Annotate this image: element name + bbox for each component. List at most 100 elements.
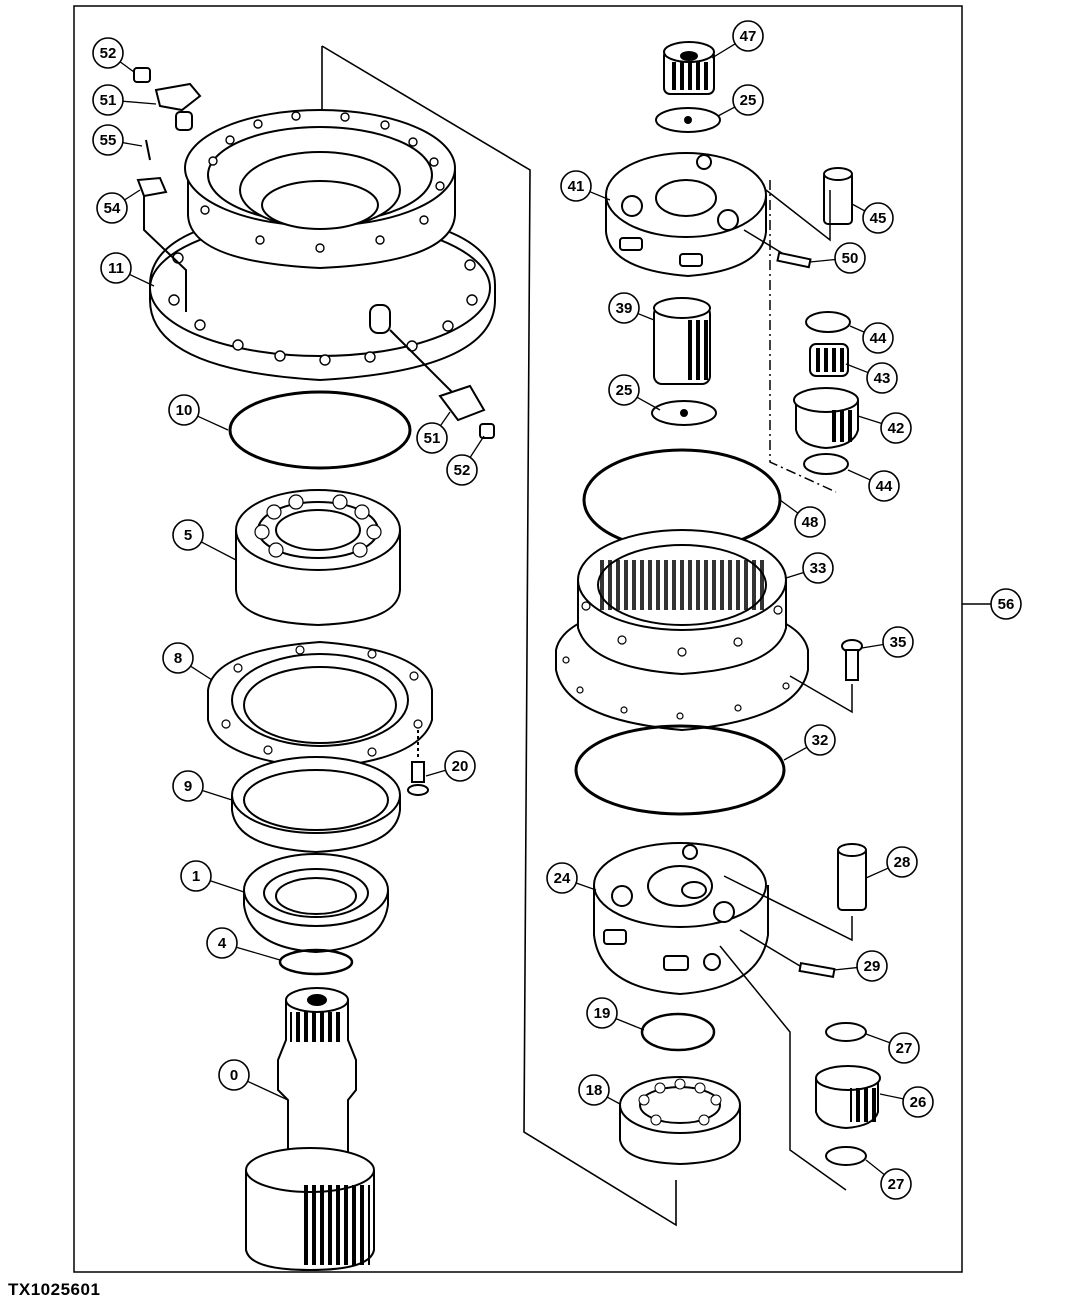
figure-code: TX1025601 (8, 1280, 101, 1299)
callout-leader (124, 189, 141, 201)
carrier-part-41 (605, 152, 767, 278)
callout-number: 32 (812, 732, 829, 749)
callout-number: 24 (554, 870, 571, 887)
callout-leader (636, 396, 661, 411)
callout-4: 4 (206, 927, 281, 961)
callout-circle (862, 202, 894, 234)
sun-gear-part-39 (653, 297, 711, 385)
callout-44: 44 (849, 322, 894, 354)
o-ring-part-10 (228, 390, 412, 470)
callout-leader (717, 106, 736, 117)
callout-0: 0 (218, 1059, 289, 1101)
bolt-part-35 (789, 639, 863, 714)
callout-circle (546, 862, 578, 894)
callout-leader (615, 1018, 645, 1031)
callout-43: 43 (845, 362, 898, 394)
callout-number: 42 (888, 420, 905, 437)
callout-leader (779, 499, 799, 514)
callout-leader (865, 867, 889, 879)
callout-circle (416, 422, 448, 454)
gear-part-47 (663, 41, 715, 95)
seal-part-1 (243, 853, 389, 954)
callout-circle (902, 1086, 934, 1118)
callout-number: 26 (910, 1094, 927, 1111)
seal-part-9 (231, 756, 401, 854)
callout-leader (845, 363, 869, 374)
callout-circle (218, 1059, 250, 1091)
bearing-part-5 (235, 489, 401, 627)
callout-number: 28 (894, 854, 911, 871)
callout-51: 51 (92, 84, 157, 116)
callout-circle (794, 506, 826, 538)
callout-39: 39 (608, 292, 655, 324)
callout-number: 56 (998, 596, 1015, 613)
callout-leader (849, 325, 865, 333)
callout-leader (210, 880, 245, 893)
callout-circle (172, 770, 204, 802)
callout-leader (857, 415, 882, 425)
washer-part-25-lower (651, 400, 717, 426)
callout-circle (732, 20, 764, 52)
callout-circle (868, 470, 900, 502)
callout-number: 10 (176, 402, 193, 419)
callout-5: 5 (172, 519, 237, 561)
callout-leader (879, 1093, 904, 1100)
callout-leader (119, 61, 135, 73)
callout-18: 18 (578, 1074, 621, 1106)
callout-number: 9 (184, 778, 192, 795)
pinion-shaft-part-0 (245, 987, 375, 1272)
callout-32: 32 (783, 724, 836, 761)
callout-circle (888, 1032, 920, 1064)
callout-leader (425, 769, 446, 777)
callout-circle (586, 997, 618, 1029)
callout-leader (861, 643, 884, 649)
callout-42: 42 (857, 412, 912, 444)
snap-ring-part-4 (278, 948, 354, 976)
callout-number: 0 (230, 1067, 238, 1084)
callout-circle (880, 412, 912, 444)
callout-number: 8 (174, 650, 182, 667)
callout-circle (444, 750, 476, 782)
callout-number: 35 (890, 634, 907, 651)
callout-circle (92, 124, 124, 156)
callout-leader (589, 191, 611, 201)
callout-circle (560, 170, 592, 202)
callout-circle (446, 454, 478, 486)
callout-circle (886, 846, 918, 878)
callout-51: 51 (416, 411, 451, 454)
callout-number: 18 (586, 1082, 603, 1099)
callout-number: 29 (864, 958, 881, 975)
callout-circle (168, 394, 200, 426)
callout-number: 51 (100, 92, 117, 109)
callout-circle (804, 724, 836, 756)
callout-leader (190, 665, 213, 681)
callout-number: 25 (740, 92, 757, 109)
callout-number: 44 (876, 478, 893, 495)
callout-number: 20 (452, 758, 469, 775)
callout-circle (882, 626, 914, 658)
callout-55: 55 (92, 124, 143, 156)
callout-leader (809, 258, 836, 263)
callout-number: 5 (184, 527, 192, 544)
callout-number: 11 (108, 260, 124, 277)
fitting-parts-right (389, 329, 495, 439)
callout-29: 29 (833, 950, 888, 982)
callout-circle (834, 242, 866, 274)
callout-leader (637, 312, 655, 321)
callout-circle (578, 1074, 610, 1106)
callout-circle (180, 860, 212, 892)
callout-circle (96, 192, 128, 224)
callout-leader (785, 571, 804, 579)
pin-part-28 (723, 843, 867, 942)
callout-27: 27 (865, 1159, 912, 1200)
callout-27: 27 (865, 1032, 920, 1064)
callout-47: 47 (711, 20, 764, 59)
fitting-parts-top (133, 67, 202, 312)
pin-part-45 (823, 167, 853, 225)
callout-circle (206, 927, 238, 959)
callout-leader (440, 411, 451, 427)
callout-circle (802, 552, 834, 584)
callout-leader (833, 966, 858, 971)
callout-number: 25 (616, 382, 633, 399)
